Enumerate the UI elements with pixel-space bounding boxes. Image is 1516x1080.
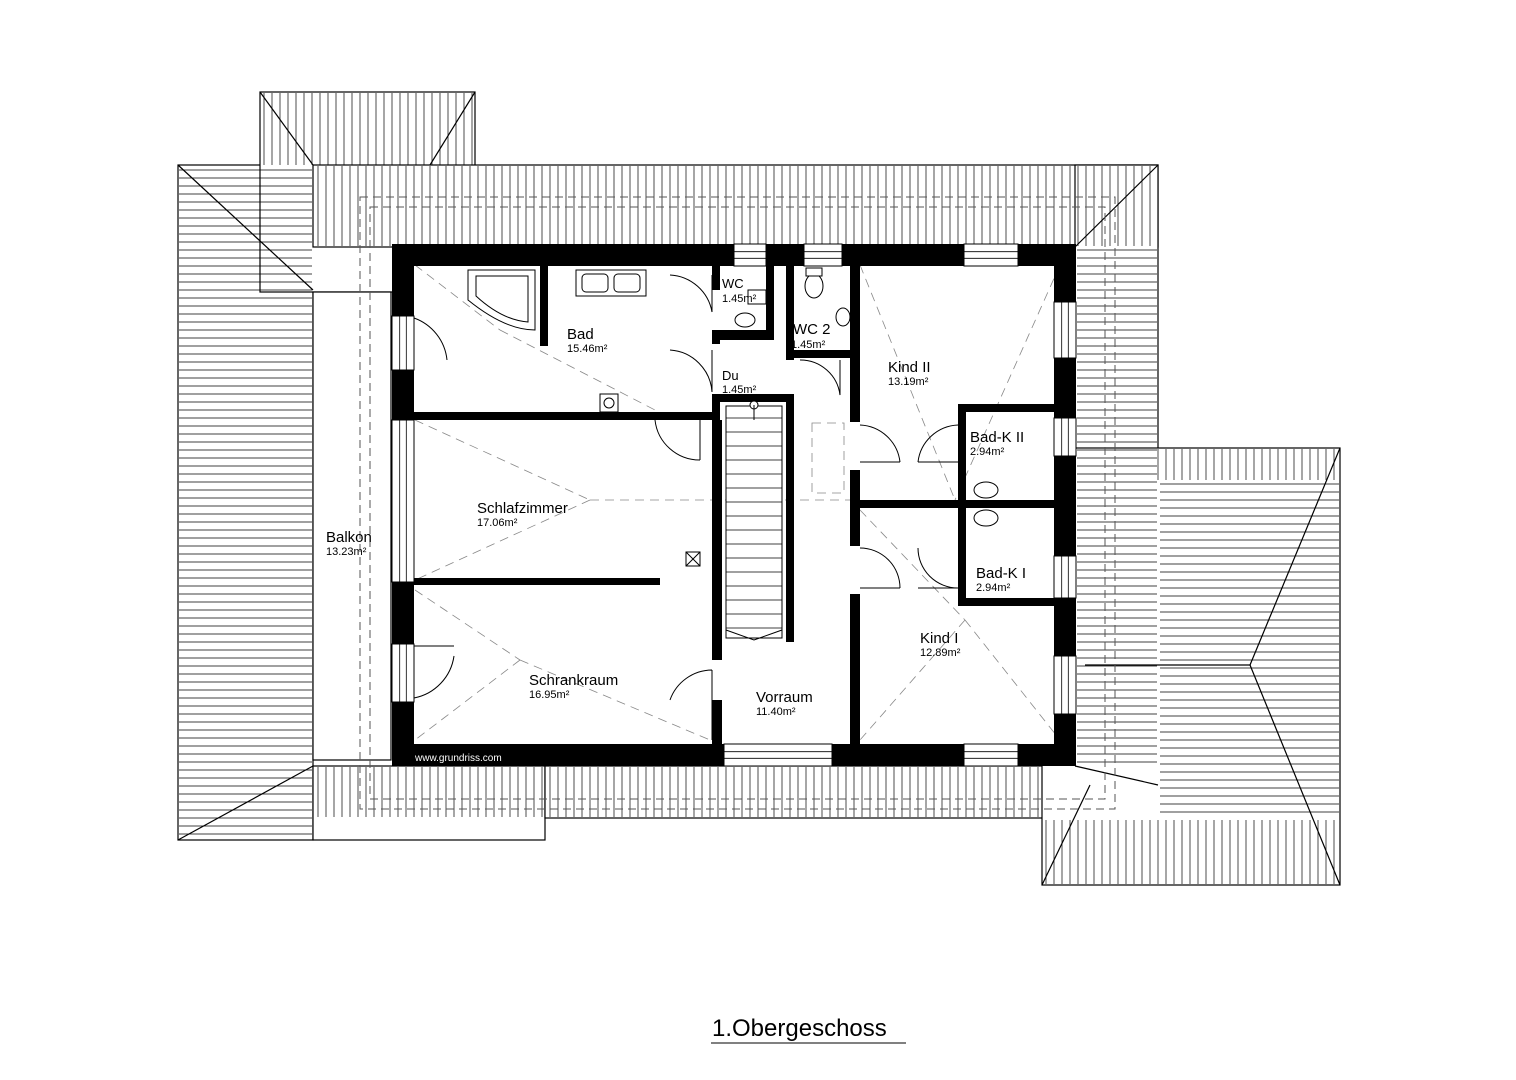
room-name: Bad-K I (976, 565, 1026, 582)
room-name: Kind I (920, 630, 958, 647)
balcony (312, 291, 392, 761)
room-area: 12.89m² (920, 647, 961, 659)
window (391, 315, 415, 371)
room-name: WC 2 (793, 321, 831, 338)
window (803, 243, 843, 267)
ceiling-lines (414, 264, 1061, 741)
room-area: 11.40m² (756, 706, 796, 718)
room-name: WC (722, 276, 744, 291)
roof-top (312, 164, 1159, 248)
window (733, 243, 767, 267)
room-area: 1.45m² (722, 384, 757, 396)
doors (413, 274, 959, 740)
staircase (725, 400, 783, 641)
eave-outline (359, 196, 1116, 810)
roof-bottom (544, 765, 1046, 819)
window (1053, 301, 1077, 359)
window (1053, 417, 1077, 457)
window (391, 643, 415, 703)
roof-wing (1041, 447, 1341, 886)
room-area: 16.95m² (529, 689, 570, 701)
watermark: www.grundriss.com (414, 753, 502, 764)
wc2-sink (835, 307, 851, 327)
plan-title: 1.Obergeschoss (712, 1015, 887, 1042)
window (963, 243, 1019, 267)
wc-toilet (747, 289, 767, 305)
room-name: Vorraum (756, 689, 813, 706)
fixtures (467, 267, 999, 567)
room-area: 1.45m² (722, 293, 757, 305)
room-labels: Balkon 13.23m² Bad 15.46m² WC 1.45m² WC … (326, 276, 1026, 718)
window (723, 743, 833, 767)
badk2-sink (973, 481, 999, 499)
room-area: 2.94m² (970, 446, 1005, 458)
roof-bottom-left (312, 765, 546, 841)
room-area: 15.46m² (567, 343, 608, 355)
roof (177, 91, 1341, 886)
wc-sink (734, 312, 756, 328)
room-name: Bad (567, 326, 594, 343)
room-area: 17.06m² (477, 517, 518, 529)
wc2-toilet (804, 273, 824, 299)
window (963, 743, 1019, 767)
room-area: 13.19m² (888, 376, 929, 388)
badk1-sink (973, 509, 999, 527)
room-name: Schlafzimmer (477, 500, 568, 517)
window (391, 419, 415, 583)
windows (391, 243, 1077, 767)
window (1053, 555, 1077, 599)
room-area: 13.23m² (326, 546, 367, 558)
walls (392, 244, 1076, 766)
room-name: Du (722, 368, 739, 383)
room-name: Bad-K II (970, 429, 1024, 446)
room-area: 2.94m² (976, 582, 1011, 594)
room-area: 1.45m² (791, 339, 826, 351)
room-name: Schrankraum (529, 672, 618, 689)
room-name: Kind II (888, 359, 931, 376)
room-name: Balkon (326, 529, 372, 546)
window (1053, 655, 1077, 715)
